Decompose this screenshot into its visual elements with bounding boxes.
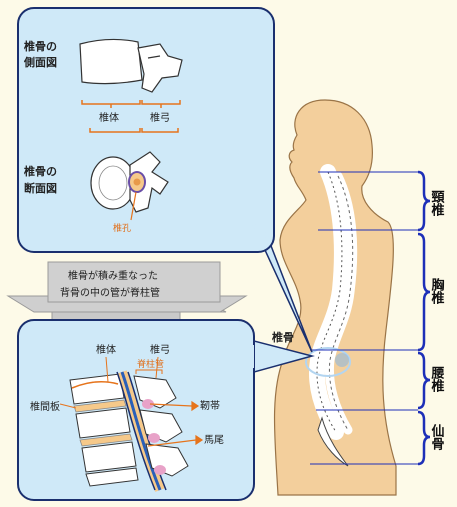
bottom-body-label: 椎体 <box>96 343 116 356</box>
top-body-label: 椎体 <box>99 111 119 124</box>
cauda-label: 馬尾 <box>204 434 224 446</box>
banner-line1: 椎骨が積み重なった <box>68 269 158 282</box>
side-view-label-line1: 椎骨の <box>23 39 57 53</box>
banner-line2: 背骨の中の管が脊柱管 <box>60 286 160 299</box>
region-label-lumbar: 腰椎 <box>429 366 446 393</box>
top-arch-label: 椎弓 <box>150 111 170 124</box>
disc-label: 椎間板 <box>30 400 60 413</box>
region-label-sacrum: 仙骨 <box>429 423 445 451</box>
side-view-label-line2: 側面図 <box>23 55 57 69</box>
section-label-line2: 断面図 <box>24 181 57 195</box>
canal-label: 脊柱管 <box>137 358 164 370</box>
ligament-label: 靭帯 <box>200 399 220 412</box>
region-label-cervical: 頸椎 <box>429 190 446 217</box>
vertebra-label: 椎骨 <box>271 330 294 344</box>
foramen-label: 椎孔 <box>113 222 131 234</box>
section-label-line1: 椎骨の <box>23 164 57 178</box>
bottom-arch-label: 椎弓 <box>150 343 170 356</box>
region-label-thoracic: 胸椎 <box>429 277 446 305</box>
